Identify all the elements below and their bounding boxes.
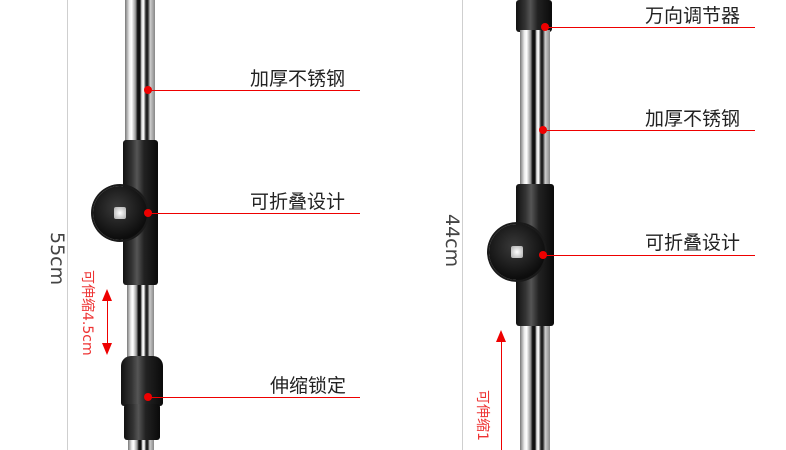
left-lock-base bbox=[124, 404, 160, 440]
callout-foldable: 可折叠设计 bbox=[645, 232, 741, 254]
right-height-label: 44cm bbox=[441, 214, 463, 268]
left-extend-label: 可伸缩4.5cm bbox=[79, 270, 95, 356]
right-fold-knob bbox=[489, 224, 545, 280]
callout-foldable: 可折叠设计 bbox=[250, 191, 346, 213]
arrow-up-icon bbox=[496, 330, 506, 342]
arrow-up-icon bbox=[102, 289, 112, 301]
callout-steel: 加厚不锈钢 bbox=[250, 68, 346, 90]
left-lock-collar bbox=[121, 356, 163, 406]
right-steel-tube-upper bbox=[520, 30, 550, 188]
dimension-line-right bbox=[462, 0, 463, 450]
arrow-down-icon bbox=[102, 343, 112, 355]
left-fold-knob bbox=[93, 186, 147, 240]
right-extend-label: 可伸缩1 bbox=[474, 390, 490, 441]
callout-swivel: 万向调节器 bbox=[645, 5, 741, 27]
dimension-line-left bbox=[67, 0, 68, 450]
callout-lock: 伸缩锁定 bbox=[270, 375, 347, 397]
left-steel-tube-lower bbox=[127, 285, 154, 357]
left-steel-tube-upper bbox=[125, 0, 155, 145]
callout-steel: 加厚不锈钢 bbox=[645, 108, 741, 130]
right-steel-tube-lower bbox=[520, 326, 550, 450]
left-height-label: 55cm bbox=[46, 232, 68, 286]
